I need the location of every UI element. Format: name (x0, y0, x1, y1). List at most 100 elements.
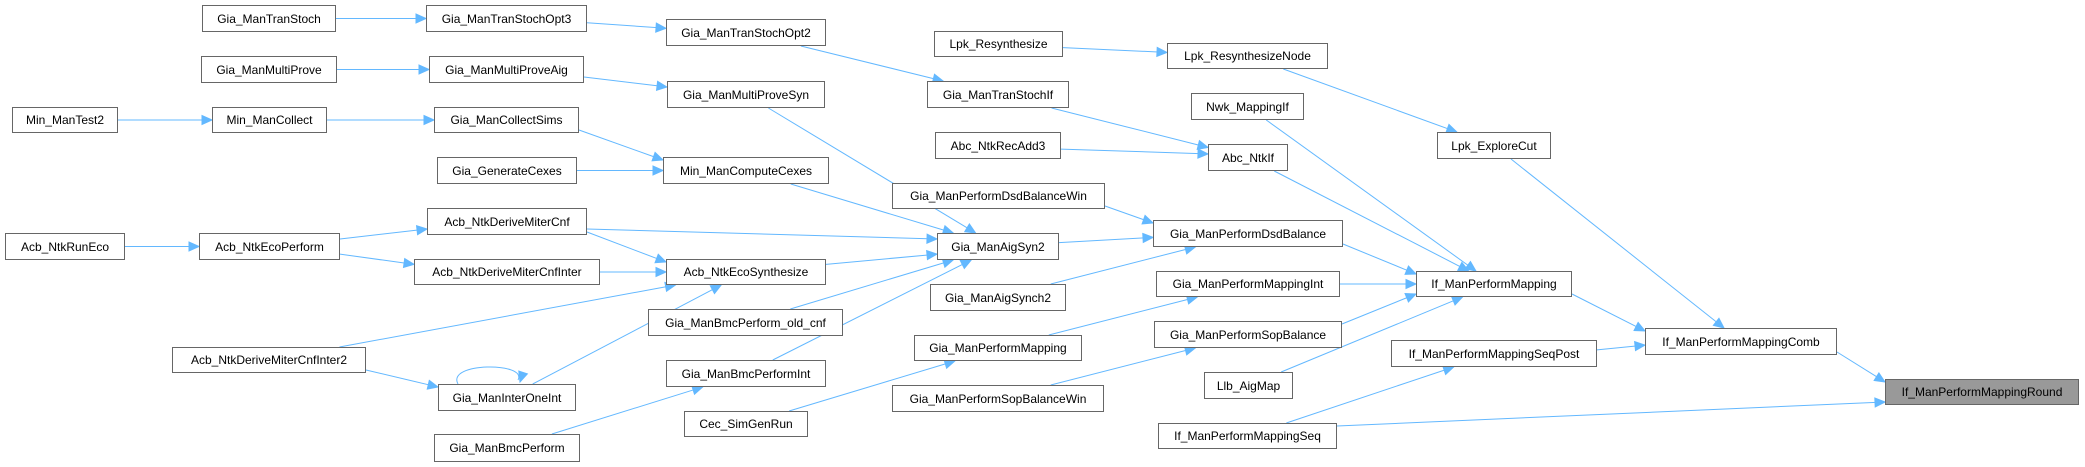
edge-acb-ntkecoperform-to-acb-ntkderivemitercnf-arrowhead (415, 224, 429, 236)
node-label: Min_ManComputeCexes (679, 163, 813, 178)
edge-acb-ntkderivemitercnfinter2-to-acb-ntkecosynthesize (339, 286, 667, 348)
edge-gia-generatecexes-to-min-mancomputecexes-arrowhead (652, 165, 665, 176)
edge-llb-aigmap-to-if-manperformmapping-arrowhead (1450, 296, 1464, 306)
edge-acb-ntkderivemitercnfinter2-to-gia-maninteroneint-arrowhead (426, 379, 440, 390)
edge-llb-aigmap-to-if-manperformmapping (1280, 299, 1455, 373)
node-if-manperformmapping[interactable]: If_ManPerformMapping (1416, 271, 1572, 297)
node-lpk-resynthesize[interactable]: Lpk_Resynthesize (934, 31, 1063, 57)
edge-gia-manperformdsdbalancewin-to-gia-manperformdsdbalance (1104, 205, 1145, 221)
edge-min-mancomputecexes-to-gia-manaigsyn2 (790, 183, 945, 231)
edge-acb-ntkecoperform-to-acb-ntkderivemitercnfinter-arrowhead (402, 257, 416, 269)
node-acb-ntkderivemitercnfinter2[interactable]: Acb_NtkDeriveMiterCnfInter2 (172, 347, 366, 373)
node-label: Gia_ManAigSyn2 (951, 239, 1045, 254)
node-acb-ntkecosynthesize[interactable]: Acb_NtkEcoSynthesize (666, 259, 826, 285)
edge-gia-mantranstoch-to-gia-mantranstochopt3-arrowhead (415, 13, 428, 24)
edge-gia-manmultiprovesyn-to-gia-manaigsyn2 (768, 107, 969, 229)
node-gia-mantranstoch[interactable]: Gia_ManTranStoch (202, 5, 336, 32)
edge-acb-ntkderivemitercnf-to-gia-manaigsyn2-arrowhead (926, 233, 939, 244)
node-acb-ntkecoperform[interactable]: Acb_NtkEcoPerform (199, 233, 340, 260)
node-gia-manaigsynch2[interactable]: Gia_ManAigSynch2 (930, 284, 1066, 311)
edge-acb-ntkderivemitercnf-to-acb-ntkecosynthesize-arrowhead (654, 253, 668, 264)
node-gia-manperformsopbalance[interactable]: Gia_ManPerformSopBalance (1154, 321, 1342, 348)
edge-gia-manbmcperform-to-gia-manbmcperformint (551, 389, 695, 435)
edge-acb-ntkruneco-to-acb-ntkecoperform-arrowhead (188, 241, 201, 252)
edge-if-manperformmappingseq-to-if-manperformmappinground (1336, 401, 1877, 427)
edge-acb-ntkderivemitercnf-to-acb-ntkecosynthesize (586, 231, 658, 260)
edge-lpk-explorecut-to-if-manperformmappingcomb (1510, 158, 1718, 323)
edge-gia-manmultiprovesyn-to-gia-manaigsyn2-arrowhead (963, 223, 977, 234)
node-gia-manperformsopbalancewin[interactable]: Gia_ManPerformSopBalanceWin (892, 385, 1104, 412)
node-min-mantest2[interactable]: Min_ManTest2 (12, 107, 118, 133)
node-gia-manmultiprovesyn[interactable]: Gia_ManMultiProveSyn (667, 81, 825, 108)
edge-gia-manbmcperformint-to-gia-manaigsyn2 (772, 263, 964, 361)
node-label: Nwk_MappingIf (1206, 99, 1289, 114)
node-gia-mantranstochopt3[interactable]: Gia_ManTranStochOpt3 (426, 5, 587, 32)
edge-gia-maninteroneint-to-gia-maninteroneint-arrowhead (518, 370, 529, 384)
node-min-mancollect[interactable]: Min_ManCollect (212, 107, 327, 133)
node-gia-manbmcperform[interactable]: Gia_ManBmcPerform (434, 434, 580, 462)
edge-gia-manperformdsdbalancewin-to-gia-manperformdsdbalance-arrowhead (1141, 214, 1155, 225)
node-acb-ntkderivemitercnfinter[interactable]: Acb_NtkDeriveMiterCnfInter (414, 259, 600, 285)
node-min-mancomputecexes[interactable]: Min_ManComputeCexes (663, 157, 829, 184)
node-gia-maninteroneint[interactable]: Gia_ManInterOneInt (438, 384, 576, 411)
node-if-manperformmappingseqpost[interactable]: If_ManPerformMappingSeqPost (1391, 340, 1597, 367)
node-gia-mantranstochopt2[interactable]: Gia_ManTranStochOpt2 (666, 19, 826, 46)
node-label: Gia_ManPerformDsdBalance (1169, 226, 1327, 241)
node-gia-manperformdsdbalancewin[interactable]: Gia_ManPerformDsdBalanceWin (892, 183, 1105, 209)
node-gia-mantranstochif[interactable]: Gia_ManTranStochIf (927, 81, 1069, 108)
node-abc-ntkrecadd3[interactable]: Abc_NtkRecAdd3 (935, 132, 1061, 159)
node-label: Acb_NtkDeriveMiterCnfInter (432, 265, 582, 279)
node-label: Gia_ManTranStochOpt3 (441, 11, 572, 26)
edge-lpk-resynthesize-to-lpk-resynthesizenode-arrowhead (1156, 46, 1169, 58)
edge-gia-maninteroneint-to-acb-ntkecosynthesize (532, 288, 714, 385)
node-lpk-explorecut[interactable]: Lpk_ExploreCut (1437, 132, 1551, 159)
node-gia-manmultiproveaig[interactable]: Gia_ManMultiProveAig (429, 56, 584, 83)
node-gia-manbmcperform-old-cnf[interactable]: Gia_ManBmcPerform_old_cnf (648, 309, 843, 336)
edge-if-manperformmapping-to-if-manperformmappingcomb (1571, 293, 1638, 328)
node-label: Lpk_Resynthesize (949, 37, 1048, 51)
node-gia-manbmcperformint[interactable]: Gia_ManBmcPerformInt (666, 360, 826, 387)
node-label: If_ManPerformMappingComb (1662, 334, 1820, 349)
node-label: Acb_NtkDeriveMiterCnf (444, 214, 570, 229)
node-label: Cec_SimGenRun (699, 417, 793, 431)
node-gia-manaigsyn2[interactable]: Gia_ManAigSyn2 (937, 233, 1059, 260)
node-gia-manperformmapping[interactable]: Gia_ManPerformMapping (914, 335, 1082, 361)
node-label: Acb_NtkRunEco (20, 239, 110, 254)
node-label: Acb_NtkEcoSynthesize (683, 265, 809, 279)
node-gia-mancollectsims[interactable]: Gia_ManCollectSims (434, 107, 579, 133)
node-gia-manmultiprove[interactable]: Gia_ManMultiProve (201, 56, 337, 83)
node-if-manperformmappingcomb[interactable]: If_ManPerformMappingComb (1645, 328, 1837, 355)
node-gia-generatecexes[interactable]: Gia_GenerateCexes (437, 157, 577, 184)
edge-lpk-resynthesizenode-to-lpk-explorecut (1283, 68, 1449, 130)
node-label: Gia_ManPerformSopBalance (1169, 327, 1327, 342)
node-abc-ntkif[interactable]: Abc_NtkIf (1208, 144, 1288, 171)
edge-gia-manaigsyn2-to-gia-manperformdsdbalance-arrowhead (1142, 232, 1155, 244)
edge-gia-manperformsopbalance-to-if-manperformmapping-arrowhead (1404, 293, 1418, 303)
node-label: Gia_GenerateCexes (452, 163, 562, 178)
node-cec-simgenrun[interactable]: Cec_SimGenRun (684, 411, 808, 437)
edge-cec-simgenrun-to-gia-manperformmapping (788, 363, 947, 412)
edge-if-manperformmappingcomb-to-if-manperformmappinground-arrowhead (1873, 371, 1887, 383)
node-acb-ntkruneco[interactable]: Acb_NtkRunEco (5, 233, 125, 260)
node-gia-manperformmappingint[interactable]: Gia_ManPerformMappingInt (1156, 271, 1340, 297)
node-llb-aigmap[interactable]: Llb_AigMap (1204, 372, 1293, 399)
node-gia-manperformdsdbalance[interactable]: Gia_ManPerformDsdBalance (1153, 220, 1343, 247)
node-label: Gia_ManBmcPerform_old_cnf (665, 315, 826, 330)
node-label: Gia_ManMultiProve (216, 62, 322, 77)
node-acb-ntkderivemitercnf[interactable]: Acb_NtkDeriveMiterCnf (427, 208, 587, 235)
edge-gia-manmultiproveaig-to-gia-manmultiprovesyn (583, 76, 659, 87)
node-if-manperformmappingseq[interactable]: If_ManPerformMappingSeq (1158, 423, 1337, 449)
edge-if-manperformmappingseqpost-to-if-manperformmappingcomb-arrowhead (1634, 340, 1647, 352)
edge-lpk-explorecut-to-if-manperformmappingcomb-arrowhead (1712, 317, 1725, 329)
edge-gia-maninteroneint-to-acb-ntkecosynthesize-arrowhead (709, 284, 723, 295)
edge-gia-mancollectsims-to-min-mancomputecexes (578, 129, 655, 158)
node-label: Abc_NtkIf (1221, 150, 1275, 165)
edge-gia-manperformsopbalancewin-to-gia-manperformsopbalance (1050, 349, 1187, 386)
node-lpk-resynthesizenode[interactable]: Lpk_ResynthesizeNode (1167, 43, 1328, 69)
node-label: Acb_NtkDeriveMiterCnfInter2 (190, 353, 348, 367)
node-nwk-mappingif[interactable]: Nwk_MappingIf (1191, 93, 1304, 120)
node-label: Lpk_ResynthesizeNode (1184, 49, 1311, 63)
node-label: Min_ManTest2 (25, 113, 105, 127)
edge-gia-mantranstochopt3-to-gia-mantranstochopt2-arrowhead (655, 22, 668, 33)
